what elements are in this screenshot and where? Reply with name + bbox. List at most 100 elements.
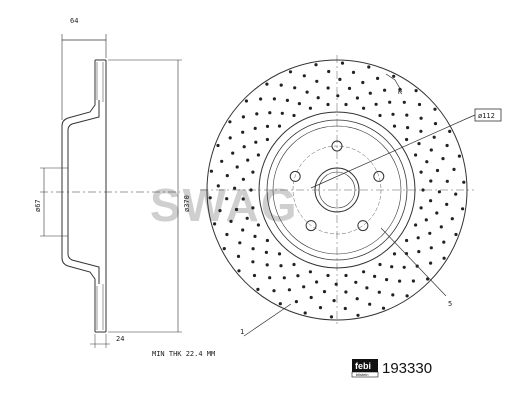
- drill-hole: [405, 137, 409, 142]
- drill-hole: [222, 247, 226, 251]
- drill-hole: [354, 280, 358, 284]
- drill-hole: [406, 126, 410, 130]
- drill-hole: [429, 261, 433, 265]
- drill-hole: [265, 238, 269, 243]
- drill-hole: [435, 168, 440, 173]
- bolt-hole: [357, 220, 369, 232]
- drill-hole: [437, 190, 441, 194]
- callout-bolt-circle-label: ø112: [478, 112, 495, 120]
- drill-hole: [254, 140, 258, 144]
- drill-hole: [439, 225, 443, 229]
- drill-hole: [392, 124, 397, 128]
- drill-hole: [315, 280, 319, 284]
- drill-hole: [445, 143, 449, 148]
- drill-hole: [383, 88, 387, 92]
- drill-hole: [218, 209, 222, 213]
- drill-hole: [314, 63, 318, 67]
- drill-hole: [411, 279, 415, 283]
- drill-hole: [445, 179, 449, 183]
- drill-hole: [361, 80, 365, 85]
- logo-text: febi: [355, 361, 371, 371]
- drill-hole: [253, 126, 257, 130]
- drill-hole: [391, 112, 395, 116]
- drill-hole: [344, 290, 348, 294]
- drill-hole: [280, 111, 284, 115]
- drill-hole: [390, 265, 394, 269]
- drill-hole: [405, 294, 409, 298]
- drill-hole: [259, 97, 263, 101]
- drill-hole: [228, 120, 232, 124]
- drill-hole: [296, 274, 300, 278]
- drill-hole: [251, 247, 255, 251]
- drill-hole: [251, 260, 255, 264]
- drill-hole: [302, 74, 306, 78]
- dim-thickness-label: 24: [116, 335, 124, 343]
- drill-hole: [326, 273, 330, 278]
- drill-hole: [419, 170, 423, 174]
- drill-hole: [377, 290, 381, 294]
- drill-hole: [419, 206, 423, 210]
- drill-hole: [392, 252, 397, 256]
- drill-hole: [244, 99, 248, 103]
- drill-hole: [225, 174, 229, 178]
- drill-hole: [293, 86, 297, 90]
- bolt-hole: [373, 170, 385, 182]
- drill-hole: [365, 286, 369, 290]
- drill-hole: [256, 287, 260, 291]
- drill-hole: [238, 241, 242, 245]
- drill-hole: [402, 100, 406, 104]
- drill-hole: [445, 202, 449, 206]
- drill-hole: [462, 180, 466, 184]
- drill-hole: [426, 277, 430, 281]
- drill-hole: [417, 250, 421, 254]
- drill-hole: [233, 186, 237, 190]
- drill-hole: [255, 112, 259, 116]
- drill-hole: [302, 285, 306, 289]
- drill-hole: [362, 270, 366, 274]
- drill-hole: [278, 302, 282, 306]
- drill-hole: [376, 76, 380, 80]
- callout-1-label: 1: [240, 328, 244, 336]
- drill-hole: [277, 124, 282, 128]
- drill-hole: [452, 167, 456, 171]
- dim-width-label: 64: [70, 17, 78, 25]
- drill-hole: [297, 102, 301, 106]
- drill-hole: [414, 223, 418, 227]
- drill-hole: [315, 79, 319, 83]
- drill-hole: [351, 70, 356, 74]
- drill-hole: [392, 74, 396, 78]
- drill-hole: [429, 199, 433, 203]
- drill-hole: [256, 223, 260, 227]
- drill-hole: [336, 94, 340, 98]
- drill-hole: [277, 252, 282, 256]
- drill-hole: [417, 102, 422, 107]
- drill-hole: [265, 82, 269, 86]
- drill-hole: [442, 256, 446, 260]
- drill-hole: [442, 240, 446, 244]
- drill-hole: [414, 153, 418, 157]
- drill-hole: [457, 154, 461, 158]
- drill-hole: [268, 111, 272, 115]
- drill-hole: [265, 137, 269, 142]
- drill-pattern: [208, 61, 466, 319]
- drill-hole: [429, 148, 433, 152]
- drill-hole: [461, 207, 465, 211]
- drill-hole: [435, 211, 439, 215]
- drill-hole: [368, 91, 372, 95]
- drill-hole: [428, 231, 432, 235]
- drill-hole: [441, 157, 445, 161]
- drill-hole: [253, 234, 257, 238]
- drill-hole: [303, 311, 307, 315]
- drill-hole: [419, 129, 423, 133]
- drill-hole: [373, 274, 377, 278]
- drill-hole: [241, 177, 245, 181]
- bolt-holes: [289, 140, 385, 232]
- drill-hole: [225, 197, 229, 201]
- drill-hole: [334, 282, 338, 286]
- drill-hole: [213, 222, 217, 226]
- drill-hole: [234, 207, 239, 212]
- drill-hole: [332, 299, 336, 303]
- drill-hole: [417, 142, 421, 146]
- drill-hole: [216, 184, 220, 188]
- drill-hole: [368, 302, 372, 306]
